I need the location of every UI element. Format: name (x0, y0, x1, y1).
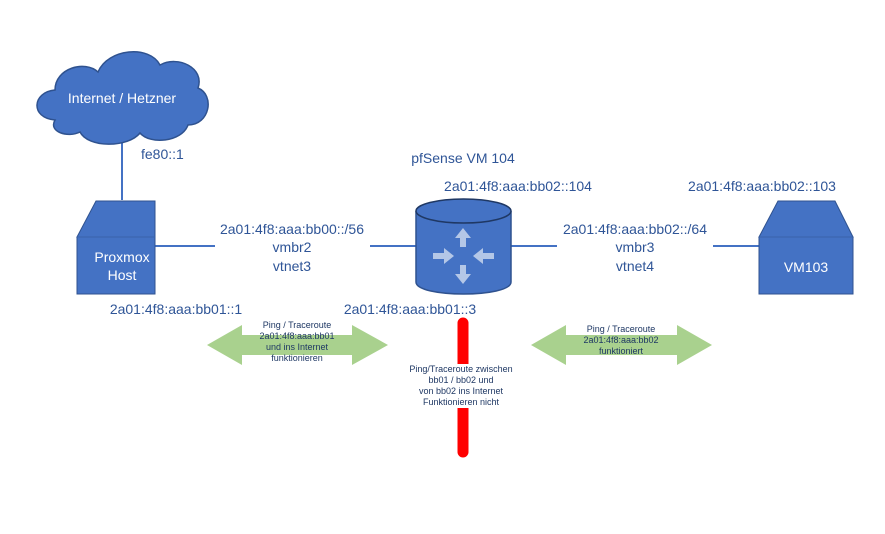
pfsense-router-icon (415, 198, 512, 295)
vm103-icon (758, 200, 854, 295)
pfsense-bb01-address: 2a01:4f8:aaa:bb01::3 (343, 301, 477, 317)
proxmox-bb01-address: 2a01:4f8:aaa:bb01::1 (109, 301, 243, 317)
proxmox-label-line1: Proxmox (94, 249, 150, 265)
left-link-iface: vtnet3 (272, 258, 312, 274)
fail-note: Ping/Traceroute zwischen bb01 / bb02 und… (407, 364, 515, 408)
proxmox-label-line2: Host (107, 267, 137, 283)
left-ok-note-line2: 2a01:4f8:aaa:bb01 (259, 331, 335, 341)
cloud-label: Internet / Hetzner (67, 90, 177, 106)
right-ok-note-line1: Ping / Traceroute (586, 324, 656, 334)
fail-note-line2: bb01 / bb02 und (428, 375, 494, 385)
right-ok-note-line3: funktioniert (598, 346, 644, 356)
vm103-label: VM103 (783, 259, 829, 275)
pfsense-bb02-address: 2a01:4f8:aaa:bb02::104 (444, 178, 592, 194)
left-ok-note: Ping / Traceroute 2a01:4f8:aaa:bb01 und … (259, 320, 334, 364)
right-ok-note: Ping / Traceroute 2a01:4f8:aaa:bb02 funk… (583, 324, 658, 357)
left-link-net: 2a01:4f8:aaa:bb00::/56 (219, 221, 365, 237)
pfsense-title: pfSense VM 104 (411, 150, 515, 166)
proxmox-label: Proxmox Host (94, 248, 149, 284)
right-ok-double-arrow (531, 325, 712, 365)
fe80-address: fe80::1 (141, 146, 184, 162)
left-ok-note-line3: und ins Internet (265, 342, 329, 352)
router-arrows-icon (433, 228, 494, 284)
left-ok-double-arrow (207, 325, 388, 365)
left-ok-note-line4: funktionieren (271, 353, 323, 363)
right-link-iface: vtnet4 (615, 258, 655, 274)
proxmox-host-icon (76, 200, 156, 295)
left-link-bridge: vmbr2 (272, 239, 312, 255)
fail-note-line3: von bb02 ins Internet (418, 386, 504, 396)
left-ok-note-line1: Ping / Traceroute (262, 320, 332, 330)
vm103-address: 2a01:4f8:aaa:bb02::103 (688, 178, 836, 194)
fail-note-line4: Funktionieren nicht (422, 397, 500, 407)
right-link-bridge: vmbr3 (615, 239, 655, 255)
internet-cloud-icon (36, 51, 209, 145)
right-link-net: 2a01:4f8:aaa:bb02::/64 (562, 221, 708, 237)
right-ok-note-line2: 2a01:4f8:aaa:bb02 (583, 335, 659, 345)
fail-note-line1: Ping/Traceroute zwischen (409, 364, 513, 374)
